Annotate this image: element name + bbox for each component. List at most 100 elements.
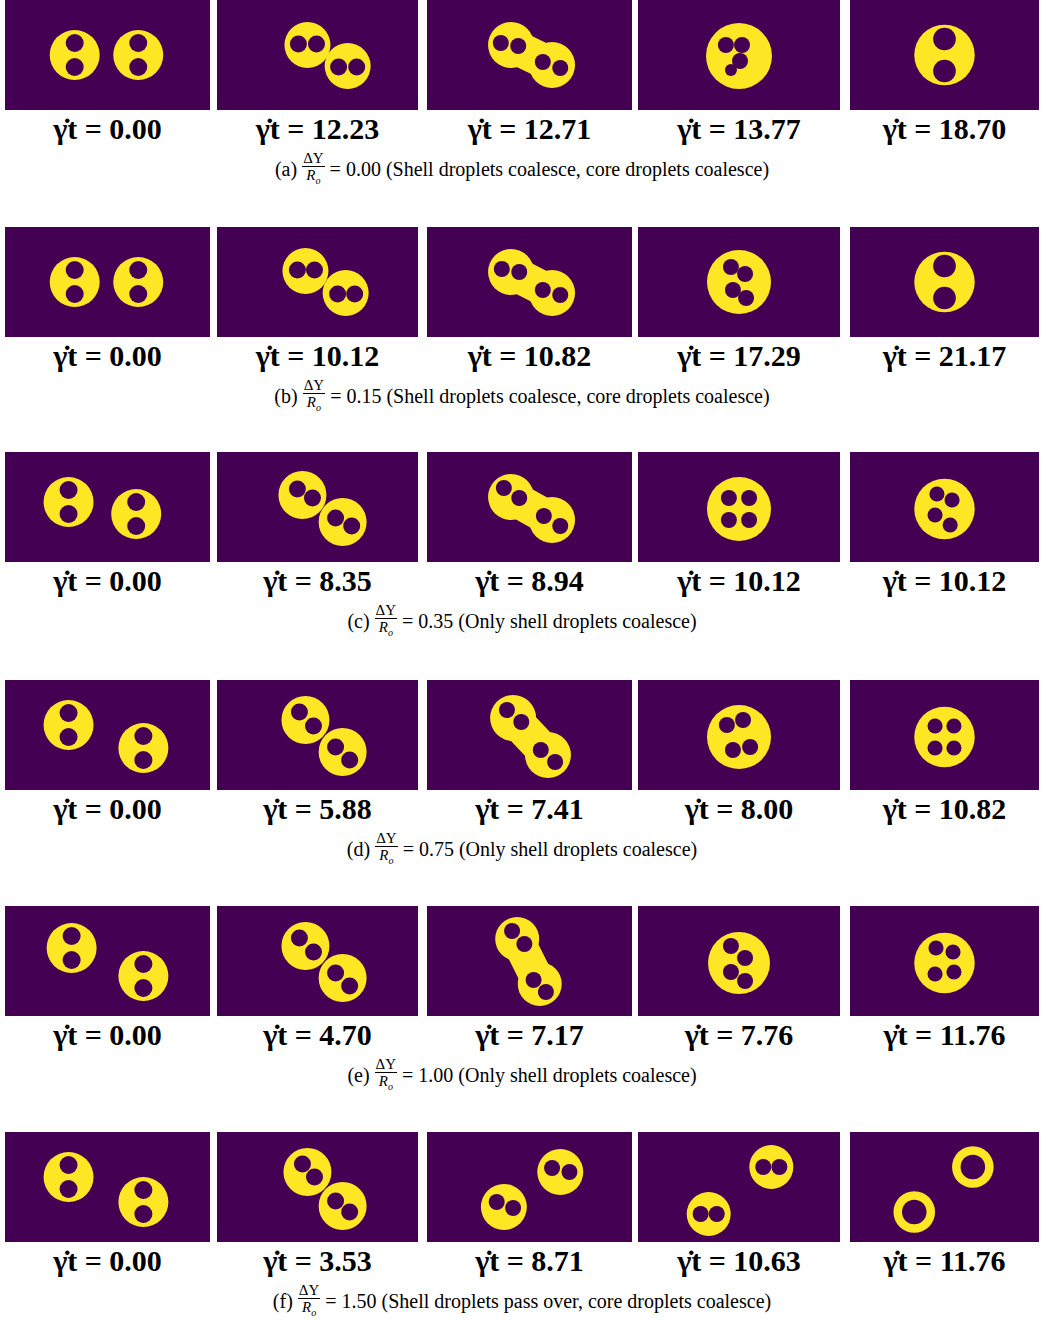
panel-background [217, 0, 418, 110]
shell-droplet [113, 30, 163, 80]
time-label: γ̇t = 10.12 [256, 338, 380, 374]
core-droplet [289, 481, 306, 498]
snapshot-panel [427, 0, 632, 110]
fraction-denominator: Ro [379, 619, 393, 641]
snapshot-panel [638, 0, 840, 110]
core-droplet [63, 927, 81, 945]
core-droplet [129, 34, 147, 52]
panel-letter: (f) [273, 1290, 293, 1313]
core-droplet [134, 1181, 152, 1199]
panel-background [427, 227, 632, 337]
fraction-denominator: Ro [307, 394, 321, 416]
shell-droplet [47, 923, 97, 973]
fraction-denominator: Ro [379, 847, 393, 869]
panel-background [638, 906, 840, 1016]
core-droplet [526, 972, 542, 988]
snapshot-panel [427, 906, 632, 1016]
core-droplet [499, 702, 515, 718]
snapshot-panel [5, 1132, 210, 1242]
core-droplet [60, 1156, 78, 1174]
core-droplet [513, 714, 529, 730]
fraction-denominator: Ro [302, 1299, 316, 1321]
snapshot-panel [638, 906, 840, 1016]
core-droplet [341, 752, 358, 769]
subscript: o [388, 627, 393, 638]
panel-background [850, 452, 1039, 562]
core-droplet [902, 1200, 927, 1225]
core-droplet [489, 1194, 505, 1210]
subscript: o [311, 1307, 316, 1318]
time-label: γ̇t = 3.53 [263, 1243, 372, 1279]
core-droplet [66, 58, 84, 76]
caption-text: = 0.75 (Only shell droplets coalesce) [403, 838, 698, 861]
time-label: γ̇t = 10.12 [677, 563, 801, 599]
core-droplet [329, 286, 346, 303]
core-droplet [127, 493, 145, 511]
panel-letter: (e) [347, 1064, 369, 1087]
core-droplet [304, 490, 321, 507]
panel-background [638, 0, 840, 110]
core-droplet [933, 28, 956, 51]
core-droplet [929, 486, 944, 501]
time-label: γ̇t = 10.82 [883, 791, 1007, 827]
core-droplet [933, 255, 956, 278]
symbol: R [379, 847, 388, 863]
snapshot-panel [217, 227, 418, 337]
core-droplet [63, 951, 81, 969]
time-label: γ̇t = 0.00 [53, 111, 162, 147]
core-droplet [737, 973, 753, 989]
core-droplet [306, 262, 323, 279]
snapshot-panel [638, 452, 840, 562]
snapshot-panel [5, 452, 210, 562]
shell-droplet [708, 932, 770, 994]
shell-droplet [281, 696, 329, 744]
time-label: γ̇t = 4.70 [263, 1017, 372, 1053]
shell-droplet [319, 1182, 367, 1230]
shell-droplet [707, 250, 771, 314]
snapshot-panel [850, 906, 1039, 1016]
panel-caption: (c)ΔYRo= 0.35 (Only shell droplets coale… [0, 602, 1044, 641]
core-droplet [561, 1164, 577, 1180]
core-droplet [504, 923, 520, 939]
caption-text: = 1.00 (Only shell droplets coalesce) [402, 1064, 697, 1087]
caption-text: = 0.35 (Only shell droplets coalesce) [402, 610, 697, 633]
subscript: o [388, 1081, 393, 1092]
core-droplet [741, 490, 757, 506]
fraction-numerator: ΔY [298, 1282, 320, 1299]
snapshot-panel [217, 1132, 418, 1242]
core-droplet [723, 964, 739, 980]
time-label: γ̇t = 8.71 [475, 1243, 584, 1279]
time-label: γ̇t = 12.23 [256, 111, 380, 147]
core-droplet [533, 742, 549, 758]
core-droplet [129, 58, 147, 76]
shell-droplet [687, 1192, 731, 1236]
shell-droplet [914, 707, 974, 767]
core-droplet [308, 36, 325, 53]
panel-background [5, 906, 210, 1016]
symbol: R [379, 619, 388, 635]
snapshot-panel [638, 227, 840, 337]
symbol: R [307, 394, 316, 410]
panel-background [850, 0, 1039, 110]
core-droplet [327, 510, 344, 527]
core-droplet [737, 950, 753, 966]
panel-background [217, 1132, 418, 1242]
panel-background [5, 680, 210, 790]
core-droplet [738, 290, 754, 306]
core-droplet [771, 1159, 787, 1175]
shell-droplet [707, 477, 771, 541]
time-label: γ̇t = 8.00 [685, 791, 794, 827]
fraction: ΔYRo [298, 1282, 320, 1321]
time-label: γ̇t = 0.00 [53, 1017, 162, 1053]
time-label: γ̇t = 7.17 [475, 1017, 584, 1053]
core-droplet [494, 261, 510, 277]
core-droplet [327, 739, 344, 756]
snapshot-panel [427, 227, 632, 337]
panel-caption: (f)ΔYRo= 1.50 (Shell droplets pass over,… [0, 1282, 1044, 1321]
shell-droplet [529, 42, 575, 88]
shell-droplet [706, 23, 772, 89]
core-droplet [547, 754, 563, 770]
core-droplet [927, 740, 942, 755]
panel-caption: (d)ΔYRo= 0.75 (Only shell droplets coale… [0, 830, 1044, 869]
core-droplet [511, 490, 527, 506]
